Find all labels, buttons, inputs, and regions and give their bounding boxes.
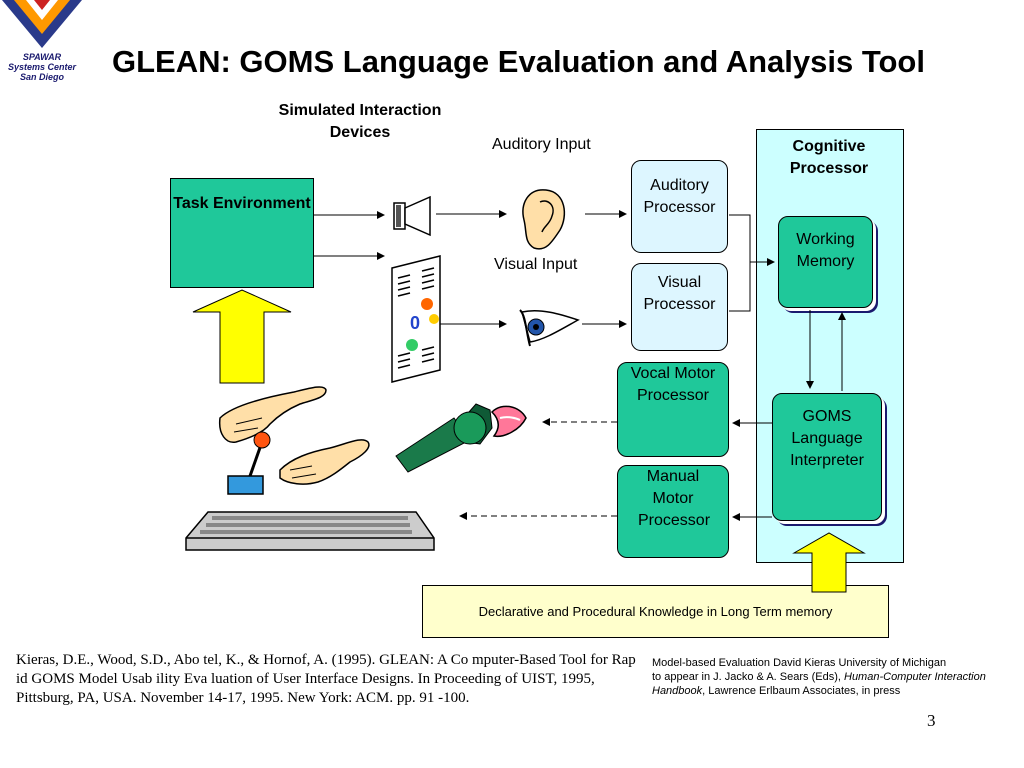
arrow-auditory-to-memory	[729, 214, 775, 266]
ear-icon	[522, 189, 566, 250]
spawar-logo	[2, 0, 82, 48]
auditory-input-label: Auditory Input	[492, 136, 591, 153]
vocal-motor-processor-box: Vocal Motor Processor	[617, 362, 729, 457]
source-line-2: to appear in J. Jacko & A. Sears (Eds),	[652, 671, 841, 683]
mouth-icon	[490, 405, 527, 438]
up-arrow-to-goms	[792, 532, 866, 593]
cognitive-processor-label: Cognitive Processor	[789, 138, 869, 177]
task-environment-box: Task Environment	[170, 178, 314, 288]
goms-interpreter-box: GOMS Language Interpreter	[772, 393, 882, 521]
visual-processor-box: Visual Processor	[631, 263, 728, 351]
keyboard-icon	[185, 511, 435, 551]
joystick-icon	[227, 431, 271, 495]
logo-text: SPAWAR Systems Center San Diego	[7, 52, 77, 82]
vocal-motor-processor-label: Vocal Motor Processor	[630, 365, 716, 404]
page-number: 3	[927, 711, 936, 730]
task-environment-label: Task Environment	[173, 195, 311, 212]
visual-input-label: Visual Input	[494, 256, 578, 273]
long-term-memory-box: Declarative and Procedural Knowledge in …	[422, 585, 889, 638]
working-memory-label: Working Memory	[796, 231, 855, 270]
citation-text: Kieras, D.E., Wood, S.D., Abo tel, K., &…	[16, 652, 636, 706]
page-title: GLEAN: GOMS Language Evaluation and Anal…	[112, 44, 925, 79]
manual-motor-processor-box: Manual Motor Processor	[617, 465, 729, 558]
goms-interpreter-label: GOMS Language Interpreter	[790, 408, 864, 469]
microphone-icon	[395, 403, 493, 473]
screen-digit: 0	[410, 313, 420, 333]
speaker-icon	[393, 195, 431, 237]
visual-processor-label: Visual Processor	[643, 274, 716, 313]
source-line-1: Model-based Evaluation David Kieras Univ…	[652, 657, 947, 669]
source-note: Model-based Evaluation David Kieras Univ…	[652, 656, 1012, 698]
auditory-processor-box: Auditory Processor	[631, 160, 728, 253]
manual-motor-processor-label: Manual Motor Processor	[638, 468, 711, 529]
long-term-memory-label: Declarative and Procedural Knowledge in …	[478, 604, 833, 619]
auditory-processor-label: Auditory Processor	[643, 177, 716, 216]
up-arrow-to-task	[192, 289, 292, 384]
simulated-devices-label: Simulated Interaction Devices	[278, 102, 442, 141]
arrow-visual-to-memory	[729, 262, 751, 312]
upper-hand-icon	[218, 386, 327, 443]
lower-hand-icon	[279, 439, 370, 485]
source-italic: Human-Computer Interaction Handbook	[652, 671, 986, 697]
screen-icon	[391, 255, 441, 383]
source-line-3: , Lawrence Erlbaum Associates, in press	[702, 685, 901, 697]
eye-icon	[519, 309, 580, 347]
working-memory-box: Working Memory	[778, 216, 873, 308]
